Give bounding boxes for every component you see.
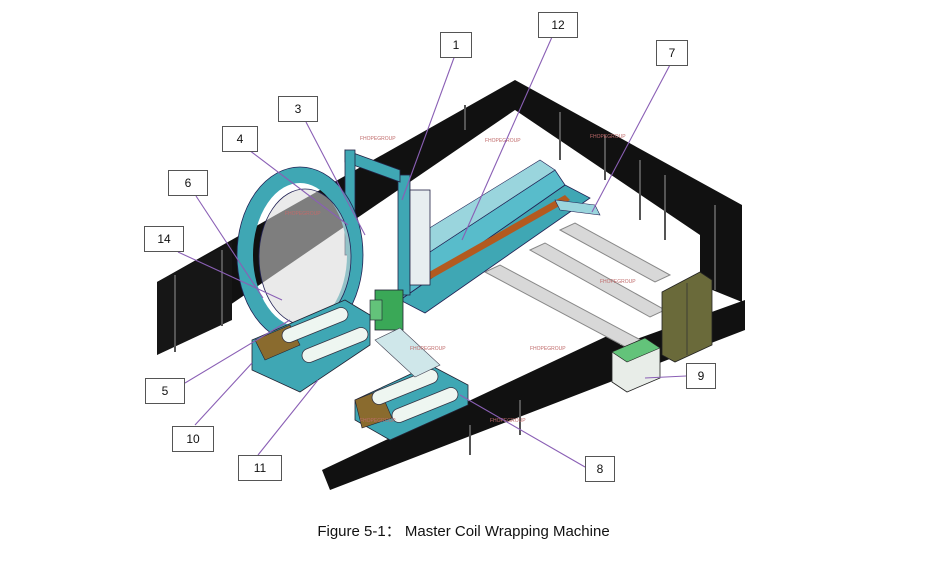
leader-14 (177, 251, 283, 301)
orange-rail (415, 195, 570, 285)
left-roller-table (251, 299, 371, 393)
watermark: FHOPEGROUP (360, 136, 396, 142)
floor-rails (483, 222, 672, 353)
fence-back-right (515, 80, 742, 302)
watermark: FHOPEGROUP (490, 418, 526, 424)
watermark: FHOPEGROUP (530, 346, 566, 352)
callout-6: 6 (168, 170, 208, 196)
watermark: FHOPEGROUP (285, 211, 321, 217)
callout-8: 8 (585, 456, 615, 482)
leader-4 (248, 149, 349, 226)
watermark: FHOPEGROUP (360, 418, 396, 424)
watermark: FHOPEGROUP (590, 134, 626, 140)
side-track (554, 199, 601, 216)
watermark: FHOPEGROUP (485, 138, 521, 144)
electrical-cabinet (661, 271, 713, 363)
callout-4: 4 (222, 126, 258, 152)
link-conveyor (374, 327, 441, 378)
callout-7: 7 (656, 40, 688, 66)
drive-unit-top (369, 299, 383, 321)
callout-3: 3 (278, 96, 318, 122)
control-console (611, 337, 661, 393)
callout-12: 12 (538, 12, 578, 38)
callout-9: 9 (686, 363, 716, 389)
figure-caption: Figure 5-1： Master Coil Wrapping Machine (317, 523, 610, 540)
watermark: FHOPEGROUP (600, 279, 636, 285)
callout-14: 14 (144, 226, 184, 252)
leader-1 (401, 54, 456, 201)
leader-8 (459, 394, 586, 468)
leader-9 (644, 375, 687, 379)
leader-lines (177, 36, 687, 468)
callout-5: 5 (145, 378, 185, 404)
leader-7 (591, 62, 672, 213)
callout-11: 11 (238, 455, 282, 481)
leader-5 (184, 319, 291, 384)
watermark: FHOPEGROUP (410, 346, 446, 352)
callout-10: 10 (172, 426, 214, 452)
leader-6 (195, 195, 264, 299)
leader-10 (194, 362, 253, 426)
leader-11 (257, 379, 319, 456)
leader-12 (461, 36, 553, 241)
leader-3 (305, 121, 366, 236)
callout-1: 1 (440, 32, 472, 58)
front-roller-table (354, 364, 469, 441)
watermark-group: FHOPEGROUP FHOPEGROUP FHOPEGROUP FHOPEGR… (285, 134, 636, 424)
